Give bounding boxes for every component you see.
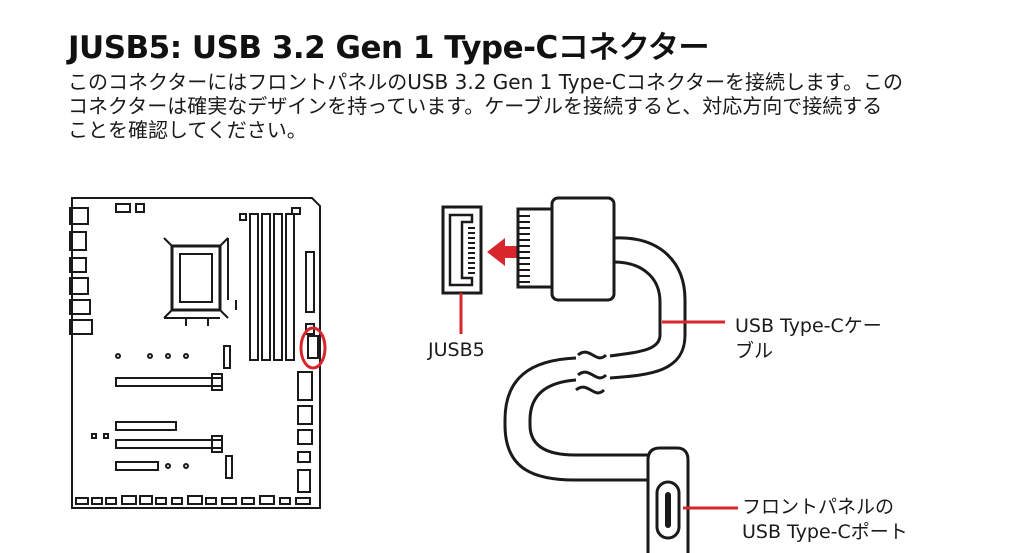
connector-label: JUSB5	[427, 339, 485, 361]
description: このコネクターにはフロントパネルのUSB 3.2 Gen 1 Type-Cコネク…	[68, 70, 968, 142]
jusb5-header-connector	[441, 205, 483, 334]
motherboard-illustration	[69, 197, 321, 509]
port-label-line-1: フロントパネルの	[742, 496, 894, 518]
cable-label-line-2: ブル	[735, 339, 773, 362]
description-line-3: ことを確認してください。	[68, 118, 307, 142]
highlight-circle	[299, 326, 327, 370]
front-panel-port	[646, 446, 690, 553]
cable-plug	[516, 196, 616, 302]
page-title: JUSB5: USB 3.2 Gen 1 Type-Cコネクター	[68, 30, 710, 66]
insert-arrow-icon	[487, 238, 524, 266]
port-label-line-2: USB Type-Cポート	[742, 521, 908, 543]
description-line-1: このコネクターにはフロントパネルのUSB 3.2 Gen 1 Type-Cコネク…	[68, 70, 904, 94]
description-line-2: コネクターは確実なデザインを持っています。ケーブルを接続すると、対応方向で接続す…	[68, 94, 883, 118]
jusb5-board-location	[299, 326, 327, 370]
cable-label-line-1: USB Type-Cケー	[735, 315, 882, 337]
type-c-port-icon	[655, 480, 681, 540]
usb-type-c-cable	[503, 236, 687, 482]
